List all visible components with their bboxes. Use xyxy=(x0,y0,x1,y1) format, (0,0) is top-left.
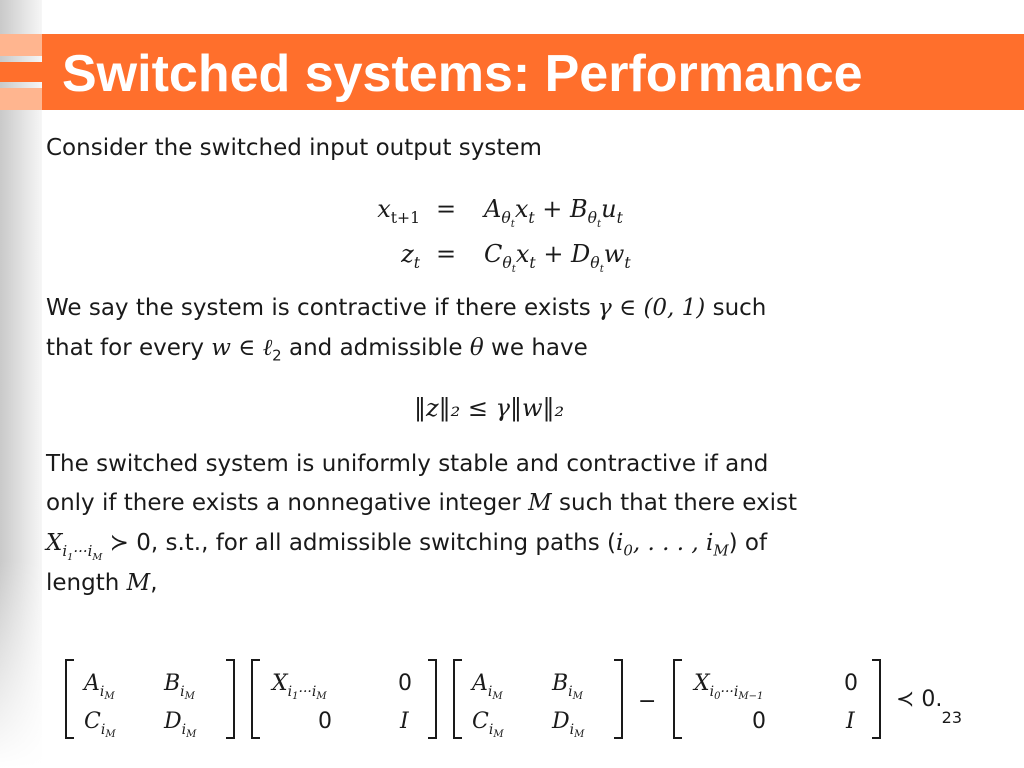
accent-stripe xyxy=(0,88,42,110)
svg-text:BiM: BiM xyxy=(163,671,196,702)
svg-text:I: I xyxy=(845,709,856,734)
slide-title: Switched systems: Performance xyxy=(62,45,863,103)
sidebar-fade xyxy=(0,560,42,768)
svg-text:0: 0 xyxy=(752,709,766,734)
norm-inequality: ‖z‖₂ ≤ γ‖w‖₂ xyxy=(414,394,565,422)
title-bar xyxy=(42,34,1024,110)
lmi-inequality: AiM BiM CiM DiM Xi1···iM 0 0 I AiM BiM C… xyxy=(65,659,942,740)
lmi-tail: ≺ 0. xyxy=(896,687,942,712)
theorem-line-3: Xi1···iM ≻ 0, s.t., for all admissible s… xyxy=(46,530,768,563)
svg-text:0: 0 xyxy=(844,671,858,696)
svg-text:BiM: BiM xyxy=(551,671,584,702)
contractive-line-1: We say the system is contractive if ther… xyxy=(46,295,767,321)
svg-text:I: I xyxy=(399,709,410,734)
theorem-line-4: length M, xyxy=(46,570,158,596)
svg-text:AiM: AiM xyxy=(470,671,503,702)
accent-stripe xyxy=(0,34,42,56)
theorem-line-1: The switched system is uniformly stable … xyxy=(46,451,769,477)
svg-text:Xi1···iM: Xi1···iM xyxy=(270,671,327,702)
svg-text:Xi0···iM−1: Xi0···iM−1 xyxy=(692,671,763,702)
contractive-line-2: that for every w ∈ ℓ2 and admissible θ w… xyxy=(46,335,588,365)
svg-text:AiM: AiM xyxy=(82,671,115,702)
svg-text:CiM: CiM xyxy=(84,709,116,740)
theorem-line-2: only if there exists a nonnegative integ… xyxy=(46,490,798,516)
svg-text:DiM: DiM xyxy=(163,709,197,740)
slide-number: 23 xyxy=(941,708,962,727)
svg-text:DiM: DiM xyxy=(551,709,585,740)
accent-stripe xyxy=(0,62,42,82)
intro-text: Consider the switched input output syste… xyxy=(46,135,542,161)
svg-text:−: − xyxy=(638,689,656,714)
svg-text:0: 0 xyxy=(398,671,412,696)
svg-text:0: 0 xyxy=(318,709,332,734)
svg-text:CiM: CiM xyxy=(472,709,504,740)
